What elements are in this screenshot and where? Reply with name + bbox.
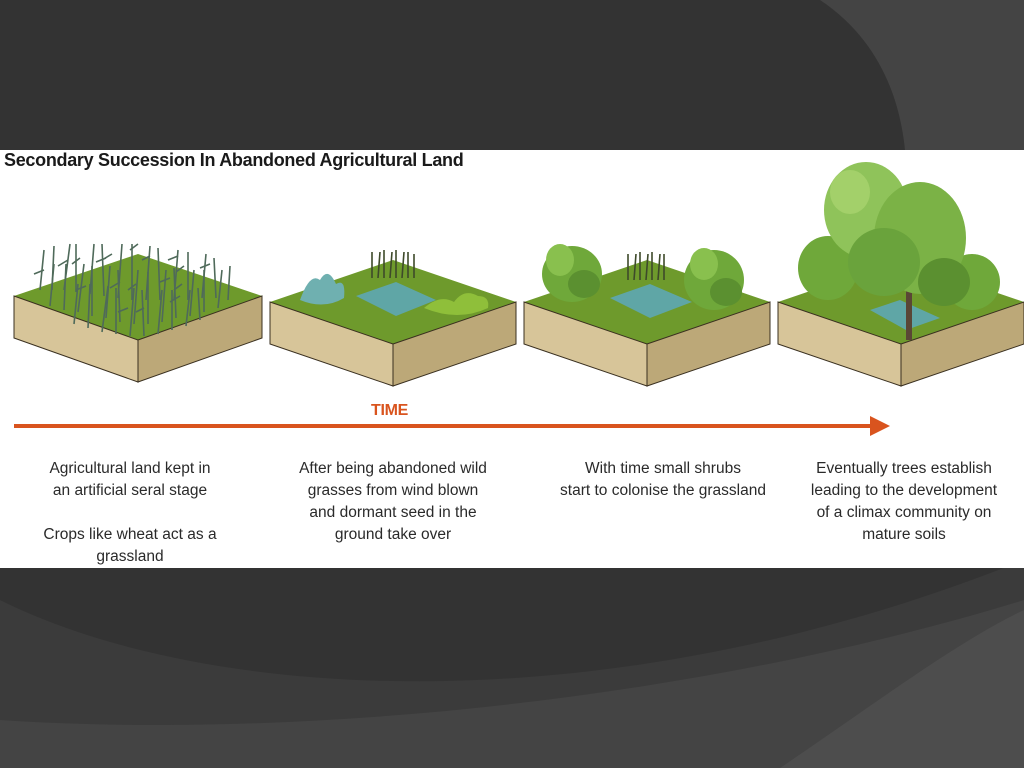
diagram-title: Secondary Succession In Abandoned Agricu…	[4, 150, 464, 170]
stage3-land-block	[523, 244, 771, 387]
stage1-land-block	[13, 243, 263, 383]
diagram-panel: Secondary Succession In Abandoned Agricu…	[0, 150, 1024, 568]
shrub-right	[684, 248, 744, 310]
stage2-land-block	[269, 250, 517, 387]
stage4-caption: Eventually trees establish leading to th…	[810, 460, 998, 543]
shrub-left	[542, 244, 602, 302]
stage2-caption: After being abandoned wild grasses from …	[299, 460, 487, 543]
crop-rows	[33, 243, 231, 337]
stage1-note: Crops like wheat act as a grassland	[43, 526, 217, 565]
time-label: TIME	[371, 402, 409, 419]
stage3-caption: With time small shrubs start to colonise…	[560, 460, 766, 499]
tree-canopy	[798, 162, 1000, 340]
succession-illustration	[13, 162, 1024, 436]
stage1-caption: Agricultural land kept in an artificial …	[49, 460, 211, 499]
stage4-land-block	[777, 162, 1024, 387]
